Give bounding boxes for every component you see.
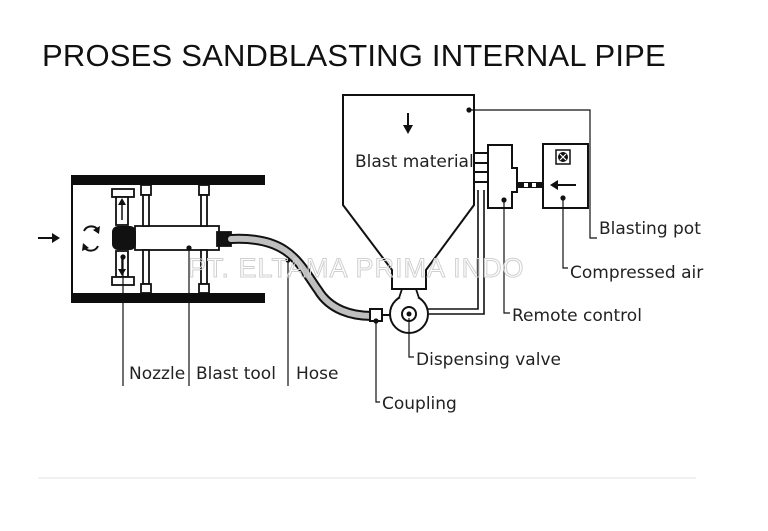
label-hose: Hose (296, 364, 339, 384)
left-arrow-icon (550, 180, 576, 190)
blasting-pot (342, 94, 475, 290)
label-blast-material: Blast material (355, 152, 474, 172)
label-compressed-air: Compressed air (570, 263, 703, 283)
nozzle (112, 198, 136, 276)
gauge-icon (555, 149, 571, 165)
watermark: PT. ELTAMA PRIMA INDO (188, 253, 525, 283)
page-title: PROSES SANDBLASTING INTERNAL PIPE (42, 38, 666, 73)
label-blasting-pot: Blasting pot (599, 219, 701, 239)
pipe (71, 175, 265, 303)
label-blast-tool: Blast tool (196, 364, 276, 384)
footer-divider (38, 477, 696, 479)
label-nozzle: Nozzle (129, 364, 185, 384)
flow-arrow-icon (38, 233, 60, 243)
label-coupling: Coupling (382, 394, 457, 414)
down-arrow-icon (403, 113, 413, 134)
remote-control (473, 144, 518, 209)
pipe-top-wall (72, 175, 265, 185)
label-dispensing-valve: Dispensing valve (416, 350, 561, 370)
hose-inner (228, 235, 375, 319)
return-line (428, 190, 485, 315)
leader-lines (120, 107, 597, 403)
label-remote-control: Remote control (512, 306, 642, 326)
rotation-icon (82, 225, 100, 252)
pipe-bottom-wall (72, 293, 265, 303)
air-hose (517, 182, 543, 188)
